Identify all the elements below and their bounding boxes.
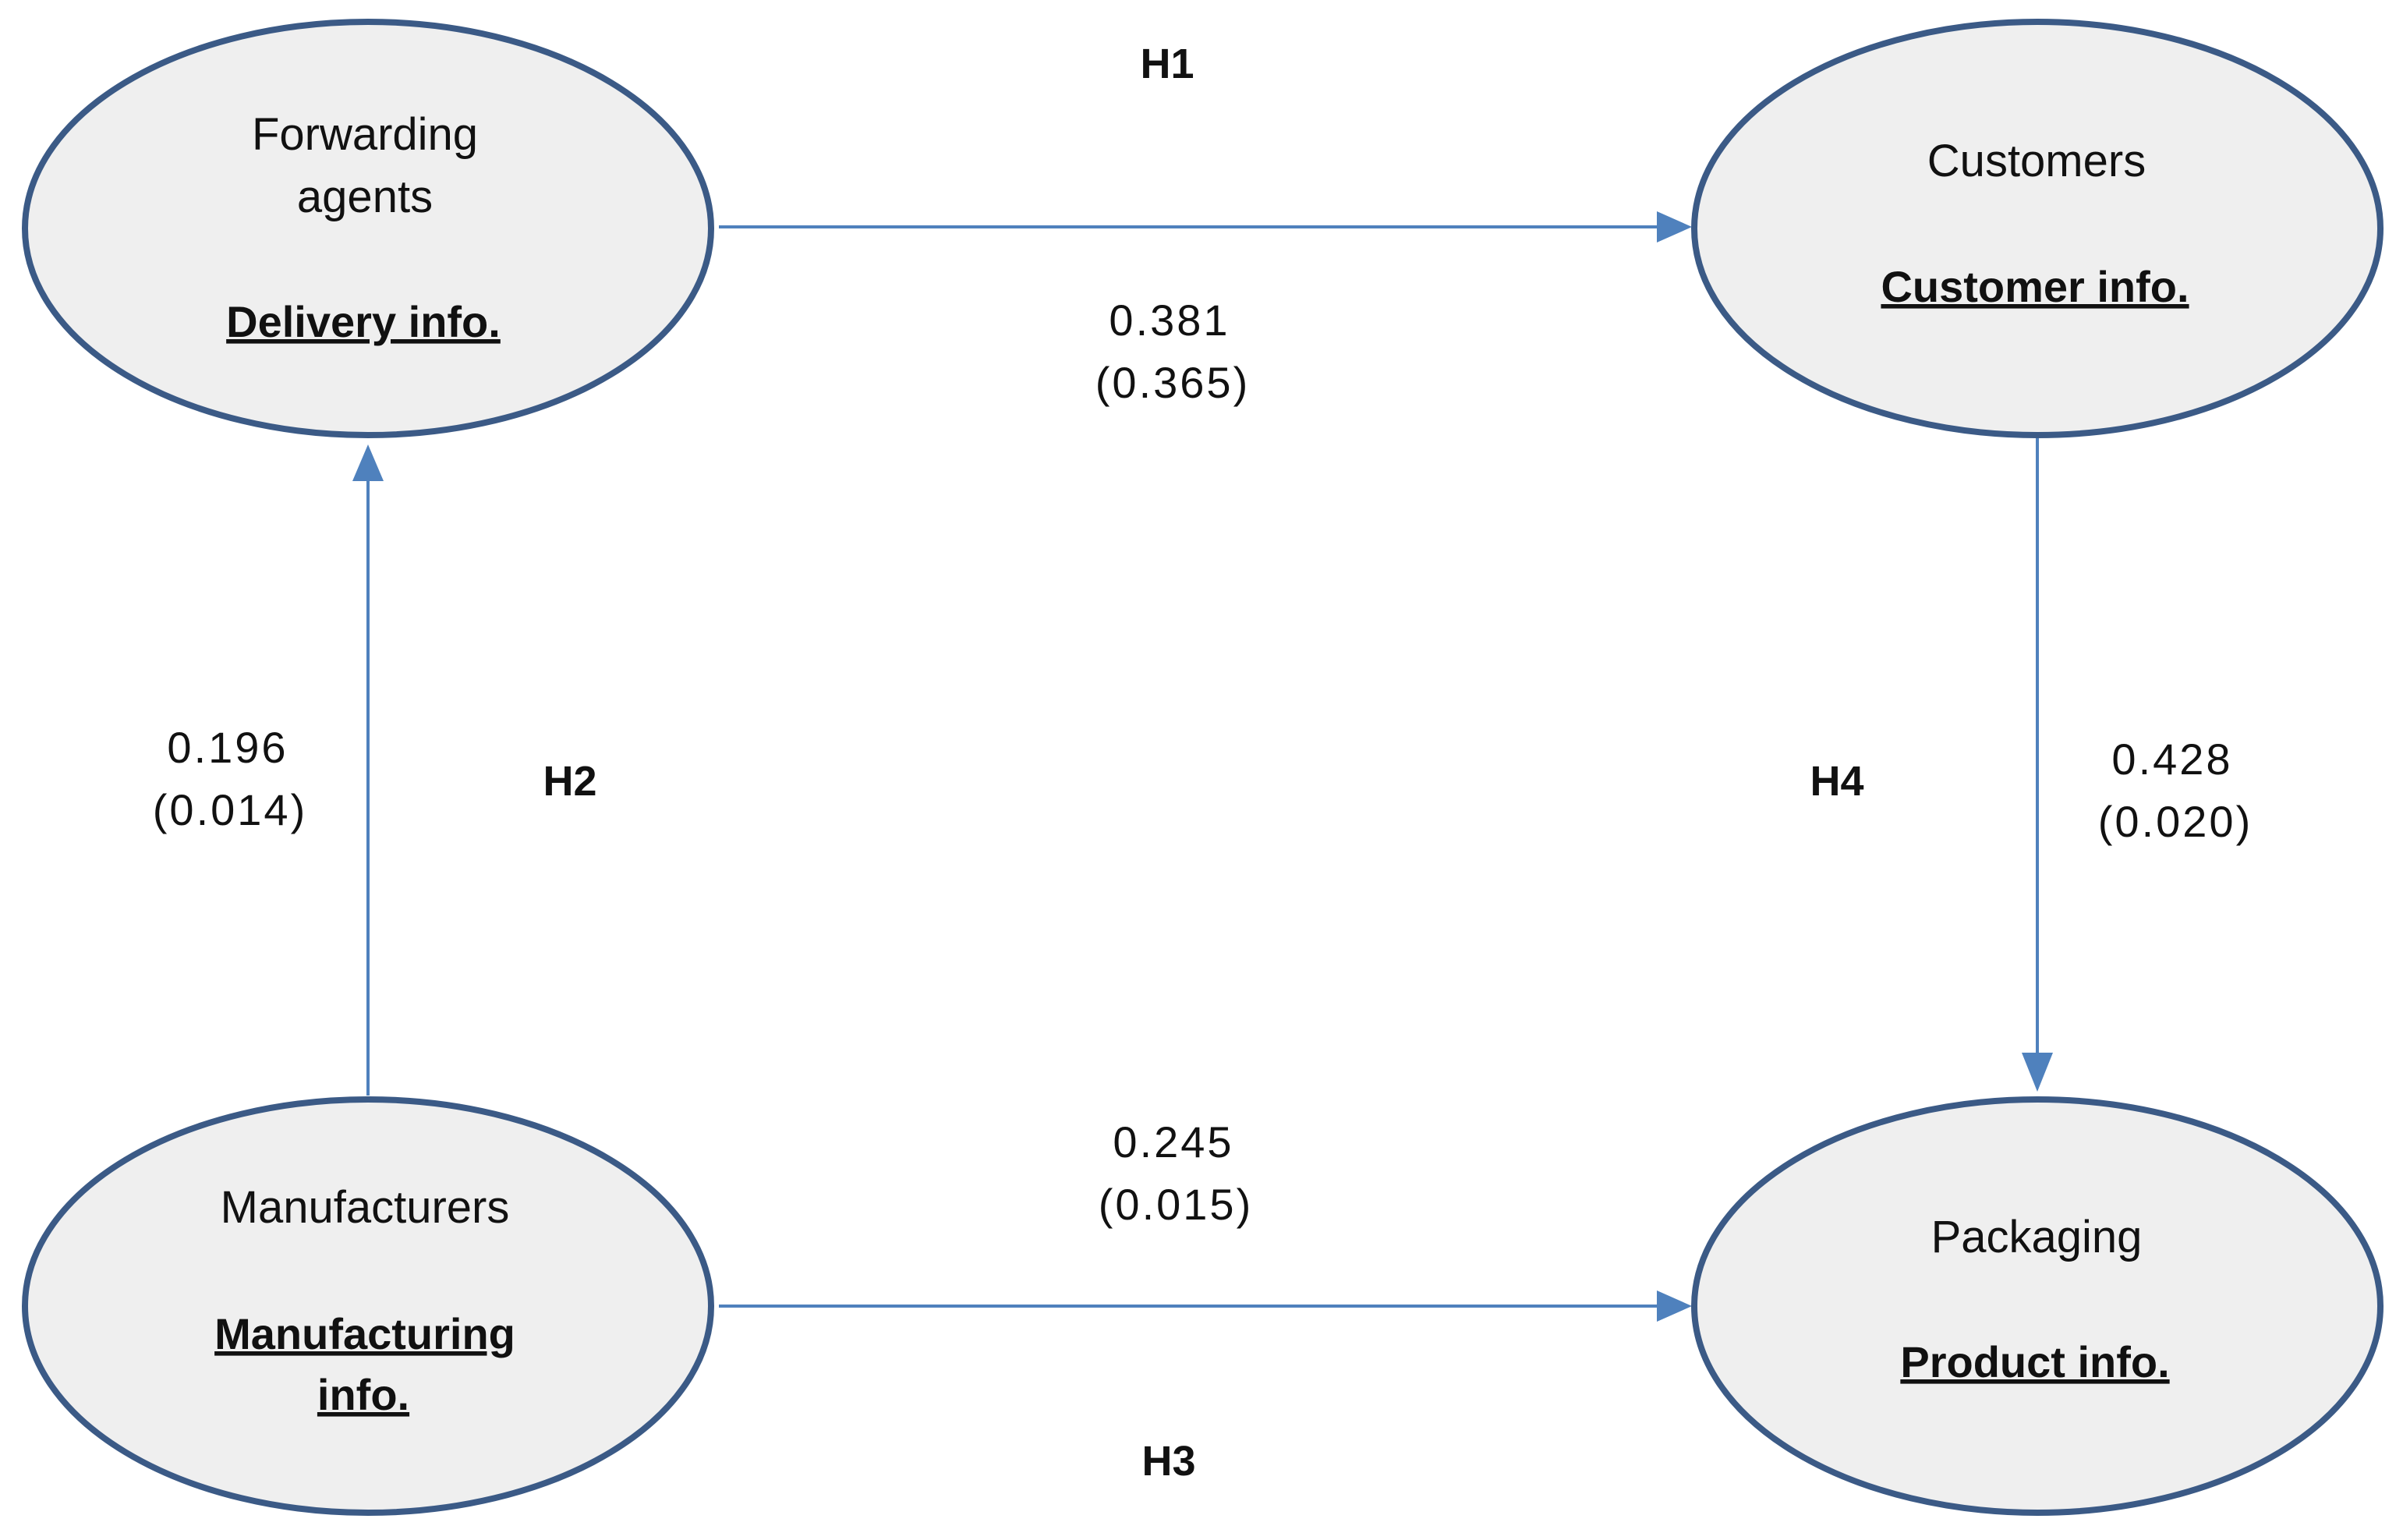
node-forwarding-agents-actor-line1: Forwarding — [252, 109, 478, 160]
node-manufacturers-actor: Manufacturers — [221, 1182, 510, 1233]
edge-h3-manufacturers-to-packaging — [719, 1290, 1692, 1322]
coefficient-label-h3: 0.245 — [1113, 1117, 1233, 1167]
node-forwarding-agents-actor-line2: agents — [297, 172, 433, 222]
node-customers-actor: Customers — [1927, 136, 2146, 186]
edge-h4-customers-to-packaging — [2022, 437, 2053, 1092]
node-forwarding-agents-info: Delivery info. — [226, 297, 501, 346]
arrowhead-h4 — [2022, 1053, 2053, 1092]
arrowhead-h1 — [1657, 211, 1692, 243]
hypothesis-label-h4: H4 — [1810, 758, 1863, 805]
hypothesis-label-h2: H2 — [543, 758, 596, 805]
node-customers-info: Customer info. — [1881, 262, 2189, 311]
arrowhead-h3 — [1657, 1290, 1692, 1322]
edge-h1-forwarding-to-customers — [719, 211, 1692, 243]
coefficient-label-h1: 0.381 — [1109, 296, 1230, 345]
p-value-label-h2: (0.014) — [153, 785, 307, 834]
coefficient-label-h4: 0.428 — [2111, 735, 2232, 784]
node-manufacturers-info-line1: Manufacturing — [214, 1309, 515, 1358]
arrowhead-h2 — [352, 444, 384, 481]
hypothesis-label-h1: H1 — [1140, 41, 1194, 87]
node-customers: Customers Customer info. — [1691, 19, 2384, 438]
p-value-label-h1: (0.365) — [1095, 358, 1250, 407]
hypothesis-label-h3: H3 — [1141, 1438, 1195, 1485]
p-value-label-h3: (0.015) — [1099, 1180, 1253, 1229]
node-customers-ellipse — [1691, 19, 2384, 438]
node-forwarding-agents: Forwarding agents Delivery info. — [22, 19, 714, 438]
coefficient-label-h2: 0.196 — [167, 723, 288, 772]
node-forwarding-agents-ellipse — [22, 19, 714, 438]
p-value-label-h4: (0.020) — [2098, 797, 2253, 846]
edge-h2-manufacturers-to-forwarding — [352, 444, 384, 1096]
node-manufacturers-ellipse — [22, 1096, 714, 1516]
node-packaging-info: Product info. — [1900, 1337, 2169, 1386]
node-packaging-actor: Packaging — [1931, 1212, 2143, 1262]
node-packaging-ellipse — [1691, 1096, 2384, 1516]
node-packaging: Packaging Product info. — [1691, 1096, 2384, 1516]
node-manufacturers: Manufacturers Manufacturing info. — [22, 1096, 714, 1516]
node-manufacturers-info-line2: info. — [317, 1370, 409, 1419]
